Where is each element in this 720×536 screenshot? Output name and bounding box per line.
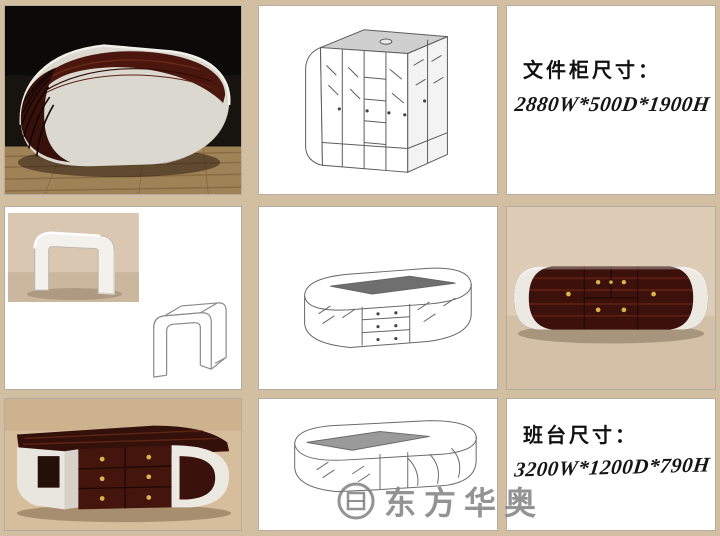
sideboard-handles [566,279,656,313]
cell-desk-drawing [258,398,498,531]
sideboard-drawing [259,207,497,389]
coffee-table-figure [5,207,241,389]
cell-sideboard-photo [506,206,716,390]
desk-front-photo [5,399,241,530]
sideboard-photo [507,207,715,389]
cell-cabinet-specs: 文件柜尺寸： 2880W*500D*1900H [506,5,716,195]
cell-desk-front-photo [4,398,242,531]
cabinet-spec-dimensions: 2880W*500D*1900H [513,92,712,116]
file-cabinet-drawing [259,6,497,194]
coffee-table-sketch [153,302,227,378]
cabinet-spec-label: 文件柜尺寸： [523,60,661,82]
cell-cabinet-drawing [258,5,498,195]
executive-desk-photo [5,6,241,194]
cell-sideboard-drawing [258,206,498,390]
desk-spec-dimensions: 3200W*1200D*790H [513,452,712,482]
cell-desk-photo-dark [4,5,242,195]
desk-drawing [259,399,497,530]
cell-table-photo-sketch [4,206,242,390]
coffee-table-photo [7,212,139,302]
desk-spec-label: 班台尺寸： [523,425,638,447]
cell-desk-specs: 班台尺寸： 3200W*1200D*790H [506,398,716,531]
desk-drawer-handles [99,454,152,501]
